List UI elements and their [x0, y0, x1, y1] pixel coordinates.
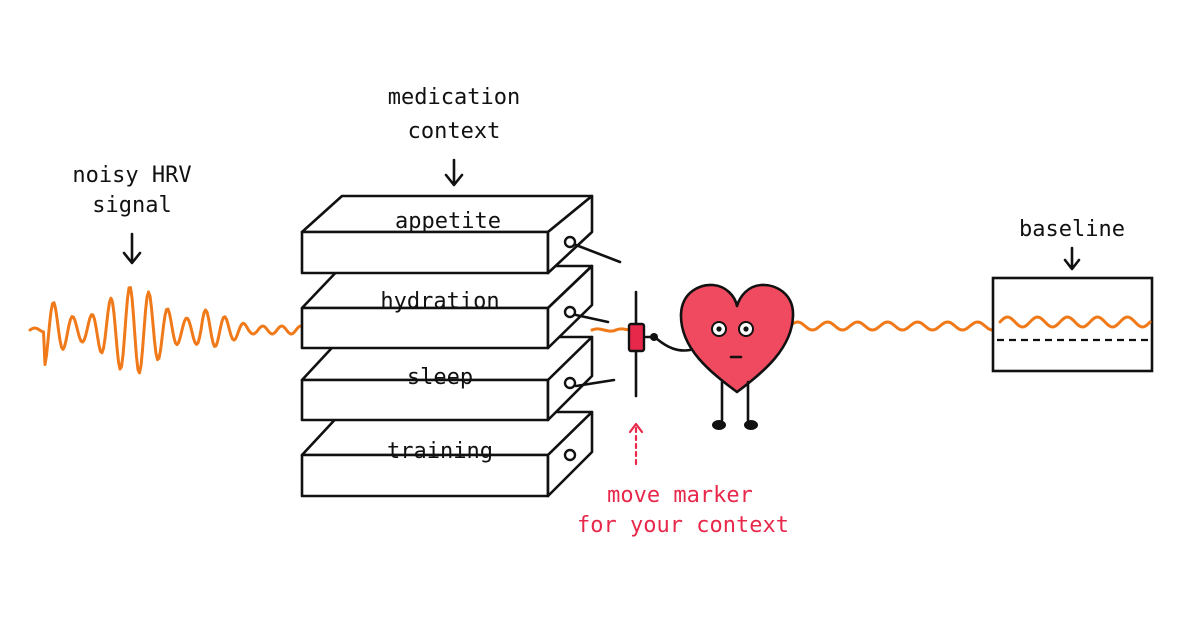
layer-label: sleep: [407, 365, 473, 390]
baseline-label: baseline: [1019, 217, 1125, 242]
layer-pointer-line: [574, 378, 616, 388]
svg-text:for your context: for your context: [577, 513, 789, 538]
layer-pointer-line: [574, 313, 610, 324]
layer-pointer-line: [574, 243, 622, 264]
layer-label: appetite: [395, 209, 501, 234]
layer-label: training: [387, 439, 493, 464]
svg-text:context: context: [408, 119, 501, 144]
baseline-signal-wave: [998, 315, 1152, 329]
baseline-panel: [991, 276, 1154, 373]
layer-hydration[interactable]: hydration: [300, 264, 610, 350]
context-layer-stack: training sleep hydration appe: [300, 194, 622, 498]
svg-text:move marker: move marker: [607, 483, 753, 508]
marker-hint-label: move marker for your context: [577, 483, 789, 538]
layer-knob-icon[interactable]: [563, 235, 577, 249]
layer-appetite[interactable]: appetite: [300, 194, 622, 275]
slider-marker-icon[interactable]: [627, 290, 658, 398]
layer-knob-icon[interactable]: [563, 376, 577, 390]
svg-text:signal: signal: [92, 193, 171, 218]
layer-sleep[interactable]: sleep: [300, 335, 616, 422]
down-arrow-icon: [1063, 246, 1081, 271]
svg-text:medication: medication: [388, 85, 520, 110]
layer-label: hydration: [380, 289, 499, 314]
down-arrow-icon: [122, 232, 142, 265]
svg-text:baseline: baseline: [1019, 217, 1125, 242]
medication-context-label: medication context: [388, 85, 520, 144]
noisy-hrv-signal-wave: [28, 286, 302, 375]
layer-knob-icon[interactable]: [563, 305, 577, 319]
layer-knob-icon[interactable]: [563, 448, 577, 462]
layer-training[interactable]: training: [300, 410, 594, 498]
heart-character-icon: [655, 283, 795, 430]
dashed-up-arrow-icon: [628, 422, 644, 466]
down-arrow-icon: [444, 158, 464, 187]
smoothed-signal-wave: [788, 320, 998, 332]
noisy-signal-label: noisy HRV signal: [72, 163, 191, 218]
svg-text:noisy HRV: noisy HRV: [72, 163, 191, 188]
filtered-signal-wave: [590, 327, 636, 333]
